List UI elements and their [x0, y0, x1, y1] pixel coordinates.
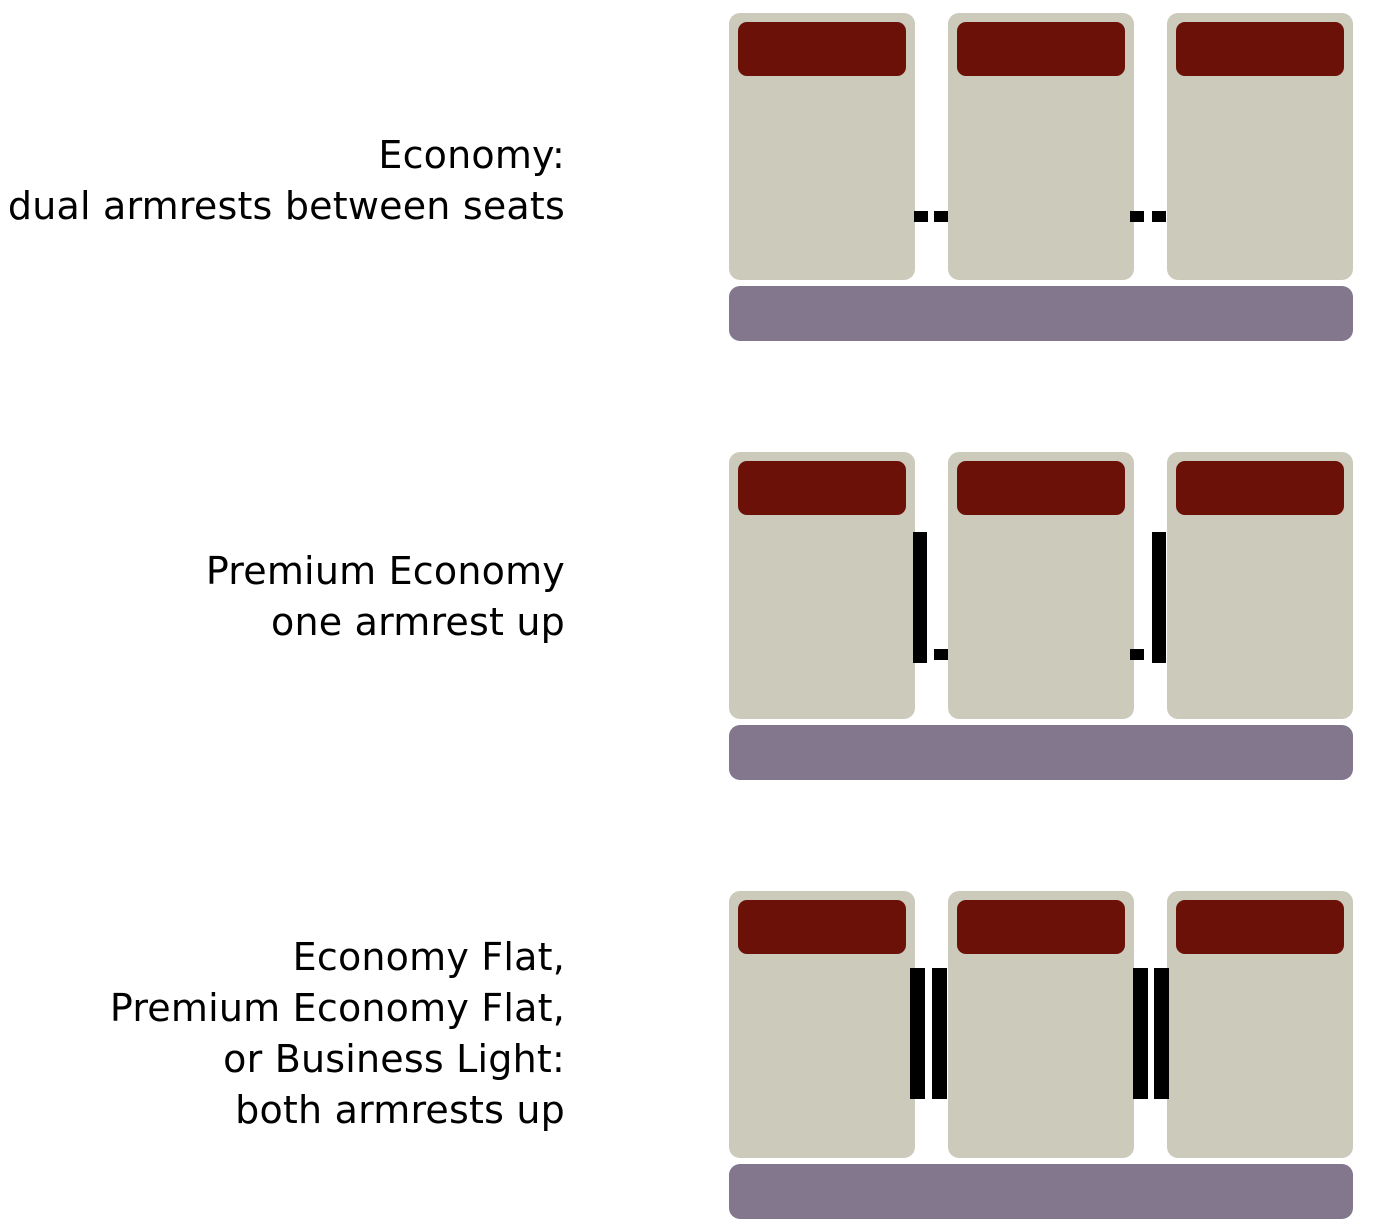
armrest-up: [910, 968, 925, 1099]
seat-base: [729, 725, 1353, 780]
seat-left: [729, 13, 915, 280]
seat-right: [1167, 13, 1353, 280]
armrest-up: [1154, 968, 1169, 1099]
headrest: [957, 22, 1125, 76]
headrest: [738, 900, 906, 954]
label-line: or Business Light:: [223, 1037, 565, 1081]
armrest-down: [1130, 211, 1144, 222]
seat-middle: [948, 891, 1134, 1158]
armrest-up: [932, 968, 947, 1099]
seat-base: [729, 1164, 1353, 1219]
seat-base: [729, 286, 1353, 341]
seat-right: [1167, 891, 1353, 1158]
label-line: dual armrests between seats: [7, 184, 565, 228]
seat-middle: [948, 452, 1134, 719]
armrest-down: [1152, 211, 1166, 222]
headrest: [1176, 22, 1344, 76]
label-line: Premium Economy: [205, 549, 565, 593]
armrest-down: [934, 649, 948, 660]
label-line: one armrest up: [271, 600, 565, 644]
armrest-down: [934, 211, 948, 222]
headrest: [957, 900, 1125, 954]
seat-right: [1167, 452, 1353, 719]
label-line: Economy:: [378, 133, 565, 177]
headrest: [1176, 900, 1344, 954]
seat-left: [729, 452, 915, 719]
seat-middle: [948, 13, 1134, 280]
headrest: [957, 461, 1125, 515]
armrest-up: [913, 532, 927, 663]
flat-business-light-label: Economy Flat, Premium Economy Flat, or B…: [110, 932, 565, 1136]
premium-economy-label: Premium Economy one armrest up: [206, 546, 565, 648]
premium-economy-seat-row: [0, 452, 1400, 792]
label-line: Premium Economy Flat,: [109, 986, 565, 1030]
armrest-up: [1152, 532, 1166, 663]
economy-label: Economy: dual armrests between seats: [8, 130, 565, 232]
armrest-down: [1130, 649, 1144, 660]
headrest: [738, 22, 906, 76]
armrest-down: [914, 211, 928, 222]
economy-seat-row: [0, 13, 1400, 353]
label-line: Economy Flat,: [292, 935, 565, 979]
headrest: [738, 461, 906, 515]
flat-seat-row: [0, 891, 1400, 1231]
seat-left: [729, 891, 915, 1158]
label-line: both armrests up: [235, 1088, 565, 1132]
headrest: [1176, 461, 1344, 515]
armrest-up: [1133, 968, 1148, 1099]
